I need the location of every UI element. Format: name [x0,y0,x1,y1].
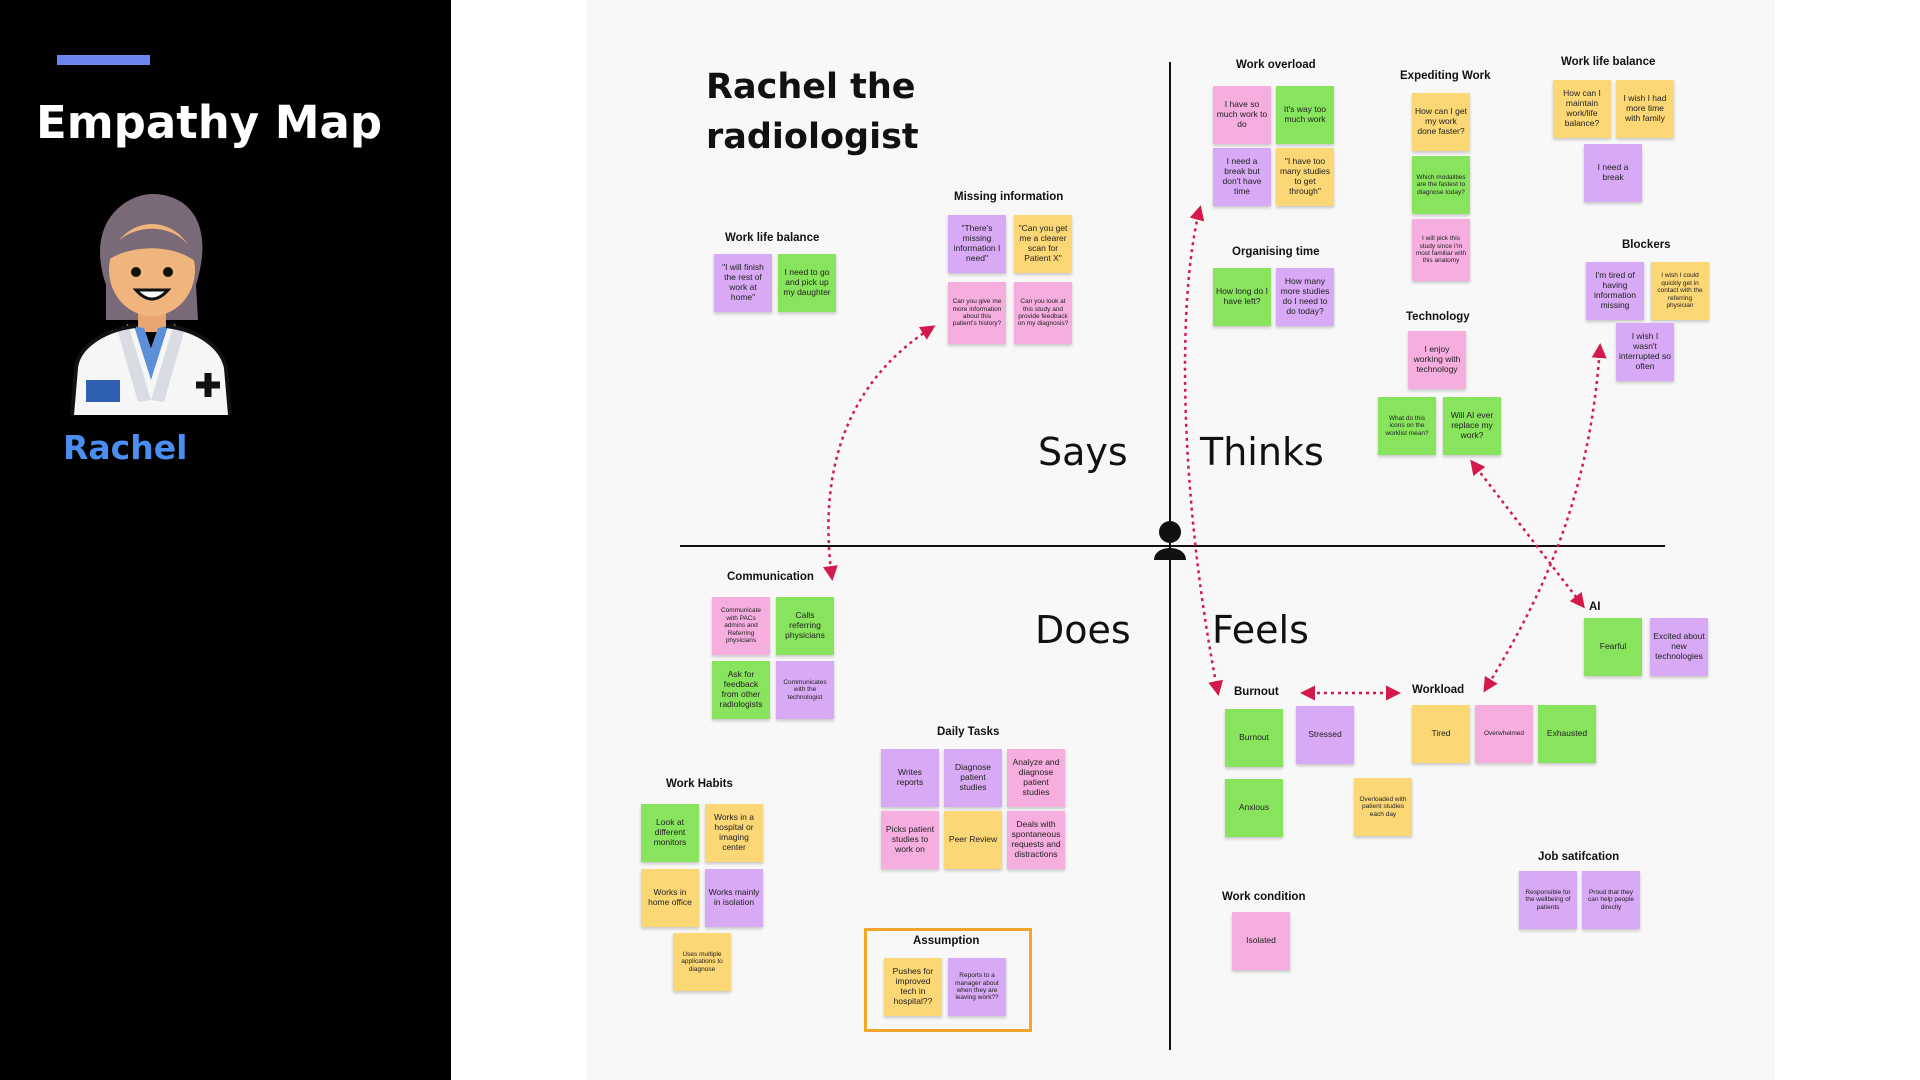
group-title-ai: AI [1589,601,1601,613]
group-title-job-satisfaction: Job satifcation [1538,851,1620,863]
sticky-note[interactable]: Reports to a manager about when they are… [948,958,1006,1016]
sticky-note[interactable]: Proud that they can help people directly [1582,871,1640,929]
quadrant-feels: Feels [1212,608,1309,652]
sticky-note[interactable]: How can I maintain work/life balance? [1553,80,1611,138]
sticky-note[interactable]: Works mainly in isolation [705,869,763,927]
sticky-note[interactable]: Works in a hospital or imaging center [705,804,763,862]
quadrant-does: Does [1035,608,1131,652]
group-title-work-habits: Work Habits [666,778,733,790]
sticky-note[interactable]: "There's missing information I need" [948,215,1006,273]
sticky-note[interactable]: Analyze and diagnose patient studies [1007,749,1065,807]
sticky-note[interactable]: Will AI ever replace my work? [1443,397,1501,455]
arrow-technology-ai [1470,459,1585,609]
sticky-note[interactable]: Anxious [1225,779,1283,837]
sticky-note[interactable]: Burnout [1225,709,1283,767]
quadrant-thinks: Thinks [1200,430,1324,474]
group-title-burnout: Burnout [1234,686,1279,698]
group-title-expediting-work: Expediting Work [1400,70,1491,82]
sticky-note[interactable]: I need a break but don't have time [1213,148,1271,206]
sticky-note[interactable]: I wish I had more time with family [1616,80,1674,138]
sticky-note[interactable]: I wish I could quickly get in contact wi… [1651,262,1709,320]
sticky-note[interactable]: Peer Review [944,811,1002,869]
map-title-line1: Rachel the [706,67,916,107]
arrow-communication-missing-info [822,325,936,581]
sticky-note[interactable]: What do this icons on the worklist mean? [1378,397,1436,455]
sticky-note[interactable]: I'm tired of having information missing [1586,262,1644,320]
group-title-assumption: Assumption [913,935,980,947]
sticky-note[interactable]: Which modalities are the fastest to diag… [1412,156,1470,214]
sticky-note[interactable]: I have so much work to do [1213,86,1271,144]
map-title-line2: radiologist [706,117,919,157]
group-title-communication: Communication [727,571,814,583]
doctor-avatar-icon [70,194,232,415]
persona-name: Rachel [63,428,188,467]
sticky-note[interactable]: Stressed [1296,706,1354,764]
group-title-blockers: Blockers [1622,239,1671,251]
sticky-note[interactable]: Deals with spontaneous requests and dist… [1007,811,1065,869]
sticky-note[interactable]: Excited about new technologies [1650,618,1708,676]
sticky-note[interactable]: Ask for feedback from other radiologists [712,661,770,719]
group-title-technology: Technology [1406,311,1470,323]
assumption-box [864,928,1032,1032]
sticky-note[interactable]: I need to go and pick up my daughter [778,254,836,312]
sticky-note[interactable]: Writes reports [881,749,939,807]
group-title-work-condition: Work condition [1222,891,1306,903]
sticky-note[interactable]: Fearful [1584,618,1642,676]
group-title-missing-information: Missing information [954,191,1064,203]
sticky-note[interactable]: Can you look at this study and provide f… [1014,282,1072,344]
sticky-note[interactable]: Communicates with the technologist [776,661,834,719]
sticky-note[interactable]: I wish I wasn't interrupted so often [1616,323,1674,381]
group-title-work-life-balance-says: Work life balance [725,232,820,244]
group-title-organising-time: Organising time [1232,246,1320,258]
sticky-note[interactable]: Responsible for the wellbeing of patient… [1519,871,1577,929]
arrow-blockers-workload [1483,343,1607,693]
sticky-note[interactable]: Can you give me more information about t… [948,282,1006,344]
sticky-note[interactable]: Overwhelmed [1475,705,1533,763]
sidebar: Empathy Map Rachel [0,0,451,1080]
page-title: Empathy Map [36,96,383,149]
sticky-note[interactable]: I will pick this study since I'm most fa… [1412,219,1470,281]
sticky-note[interactable]: Diagnose patient studies [944,749,1002,807]
sticky-note[interactable]: Exhausted [1538,705,1596,763]
sticky-note[interactable]: Overloaded with patient studies each day [1354,778,1412,836]
group-title-work-overload: Work overload [1236,59,1316,71]
sticky-note[interactable]: Pushes for improved tech in hospital?? [884,958,942,1016]
group-title-work-life-balance-thinks: Work life balance [1561,56,1656,68]
sticky-note[interactable]: Works in home office [641,869,699,927]
sticky-note[interactable]: Picks patient studies to work on [881,811,939,869]
sticky-note[interactable]: How many more studies do I need to do to… [1276,268,1334,326]
sticky-note[interactable]: It's way too much work [1276,86,1334,144]
sticky-note[interactable]: Communicate with PACs admins and Referri… [712,597,770,655]
sticky-note[interactable]: Uses multiple applications to diagnose [673,933,731,991]
map-title: Rachel the radiologist [706,62,919,162]
sticky-note[interactable]: "Can you get me a clearer scan for Patie… [1014,215,1072,273]
sticky-note[interactable]: "I will finish the rest of work at home" [714,254,772,312]
sticky-note[interactable]: Calls referring physicians [776,597,834,655]
group-title-daily-tasks: Daily Tasks [937,726,1000,738]
quadrant-says: Says [1038,430,1128,474]
sticky-note[interactable]: Isolated [1232,912,1290,970]
arrow-work-overload-burnout [1183,205,1224,696]
sticky-note[interactable]: I need a break [1584,144,1642,202]
group-title-workload: Workload [1412,684,1465,696]
sticky-note[interactable]: "I have too many studies to get through" [1276,148,1334,206]
sticky-note[interactable]: How can I get my work done faster? [1412,93,1470,151]
sticky-note[interactable]: How long do I have left? [1213,268,1271,326]
sticky-note[interactable]: I enjoy working with technology [1408,331,1466,389]
person-icon [1154,521,1186,560]
accent-bar [57,55,150,65]
sticky-note[interactable]: Tired [1412,705,1470,763]
sticky-note[interactable]: Look at different monitors [641,804,699,862]
